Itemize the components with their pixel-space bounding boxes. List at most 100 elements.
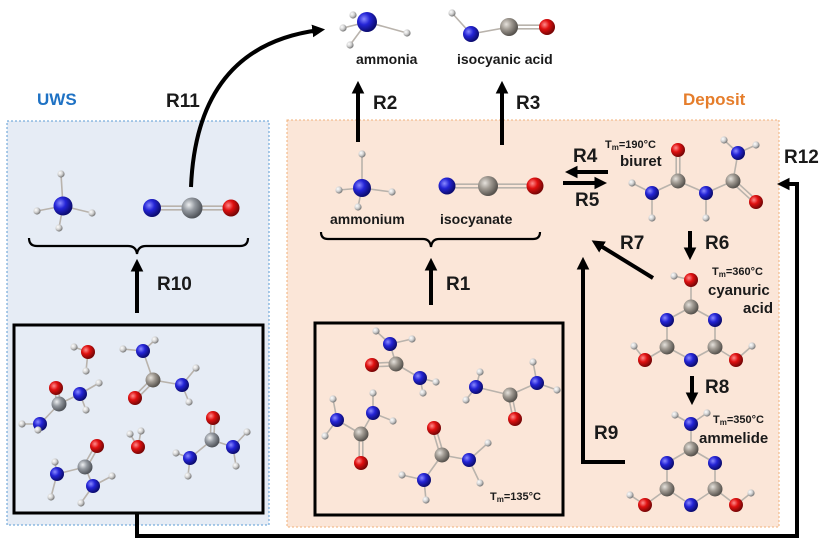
- reaction-label-r7: R7: [620, 233, 645, 254]
- reaction-label-r5: R5: [575, 190, 600, 211]
- carbon-atom: [683, 299, 699, 315]
- nitrogen-atom: [50, 467, 64, 481]
- oxygen-atom: [81, 345, 95, 359]
- arrow-r12-loop: [135, 177, 799, 538]
- nitrogen-atom: [413, 371, 427, 385]
- label-ammelide: ammelide: [699, 430, 769, 447]
- oxygen-atom: [539, 19, 555, 35]
- carbon-atom: [434, 447, 450, 463]
- hydrogen-atom: [448, 9, 456, 17]
- nitrogen-atom: [438, 177, 456, 195]
- carbon-atom: [683, 441, 699, 457]
- oxygen-atom: [749, 195, 763, 209]
- hydrogen-atom: [484, 439, 492, 447]
- hydrogen-atom: [47, 493, 55, 501]
- hydrogen-atom: [82, 406, 90, 414]
- nitrogen-atom: [645, 186, 659, 200]
- hydrogen-atom: [398, 471, 406, 479]
- tm-subscript: m: [719, 418, 727, 427]
- isocyanate-molecule: [438, 176, 544, 196]
- cyanuric-acid-melting-point: Tm=360°C: [712, 267, 763, 279]
- nitrogen-atom: [684, 353, 698, 367]
- uws-brace: [27, 237, 250, 255]
- nitrogen-atom: [175, 378, 189, 392]
- hydrogen-atom: [403, 29, 411, 37]
- tm-value: =350°C: [726, 414, 764, 426]
- oxygen-atom: [638, 353, 652, 367]
- nitrogen-atom: [383, 337, 397, 351]
- urea-molecule: [47, 439, 116, 507]
- water-molecule: [70, 343, 95, 375]
- hydrogen-atom: [192, 364, 200, 372]
- tm-symbol: T: [713, 414, 720, 426]
- hydrogen-atom: [88, 209, 96, 217]
- carbon-atom: [353, 426, 369, 442]
- hydrogen-atom: [55, 224, 63, 232]
- hydrogen-atom: [408, 335, 416, 343]
- nitrogen-atom: [143, 199, 161, 217]
- hydrogen-atom: [349, 11, 357, 19]
- hydrogen-atom: [476, 368, 484, 376]
- urea-melting-point: Tm=135°C: [490, 492, 541, 504]
- nitrogen-atom: [708, 456, 722, 470]
- carbon-atom: [204, 432, 220, 448]
- tm-subscript: m: [718, 270, 726, 279]
- ammelide-molecule: [626, 409, 755, 512]
- oxygen-atom: [671, 143, 685, 157]
- hydrogen-atom: [108, 472, 116, 480]
- urea-molecule: [172, 411, 251, 480]
- tm-symbol: T: [605, 139, 612, 151]
- ammonia-molecule: [339, 11, 411, 49]
- nitrogen-atom: [226, 440, 240, 454]
- oxygen-atom: [90, 439, 104, 453]
- biuret-molecule: [628, 136, 763, 222]
- label-cyanuric: cyanuric: [708, 282, 770, 299]
- ammelide-melting-point: Tm=350°C: [713, 415, 764, 427]
- biuret-melting-point: Tm=190°C: [605, 140, 656, 152]
- label-biuret: biuret: [620, 153, 662, 170]
- nitrogen-atom: [417, 473, 431, 487]
- oxygen-atom: [638, 498, 652, 512]
- label-ammonium: ammonium: [330, 211, 405, 227]
- oxygen-atom: [49, 381, 63, 395]
- oxygen-atom: [131, 440, 145, 454]
- hydrogen-atom: [184, 472, 192, 480]
- oxygen-atom: [222, 199, 240, 217]
- nitrogen-atom: [708, 313, 722, 327]
- hydrogen-atom: [243, 428, 251, 436]
- oxygen-atom: [508, 412, 522, 426]
- carbon-atom: [707, 481, 723, 497]
- carbon-atom: [388, 356, 404, 372]
- carbon-atom: [502, 387, 518, 403]
- hydrogen-atom: [51, 458, 59, 466]
- nitrogen-atom: [731, 146, 745, 160]
- hydrogen-atom: [703, 409, 711, 417]
- tm-symbol: T: [490, 491, 497, 503]
- carbon-atom: [181, 197, 203, 219]
- cyanuric-acid-molecule: [630, 272, 756, 367]
- carbon-atom: [145, 372, 161, 388]
- hydrogen-atom: [752, 141, 760, 149]
- hydrogen-atom: [232, 462, 240, 470]
- reaction-label-r3: R3: [516, 93, 541, 114]
- hydrogen-atom: [720, 136, 728, 144]
- hydrogen-atom: [358, 150, 366, 158]
- ammonium-molecule: [335, 150, 396, 211]
- hydrogen-atom: [354, 203, 362, 211]
- carbon-atom: [707, 339, 723, 355]
- hydrogen-atom: [648, 214, 656, 222]
- hydrogen-atom: [339, 24, 347, 32]
- hydrogen-atom: [77, 499, 85, 507]
- reaction-label-r8: R8: [705, 377, 730, 398]
- urea-solid-box: [313, 321, 565, 517]
- hydrogen-atom: [33, 207, 41, 215]
- hydrogen-atom: [553, 386, 561, 394]
- hydrogen-atom: [747, 489, 755, 497]
- hydrogen-atom: [419, 389, 427, 397]
- uws-region-box: [6, 120, 270, 526]
- urea-molecule: [365, 327, 440, 397]
- hydrogen-atom: [630, 342, 638, 350]
- label-cyanuric-acid-line2: acid: [743, 300, 774, 317]
- reaction-label-r4: R4: [573, 146, 598, 167]
- oxygen-atom: [526, 177, 544, 195]
